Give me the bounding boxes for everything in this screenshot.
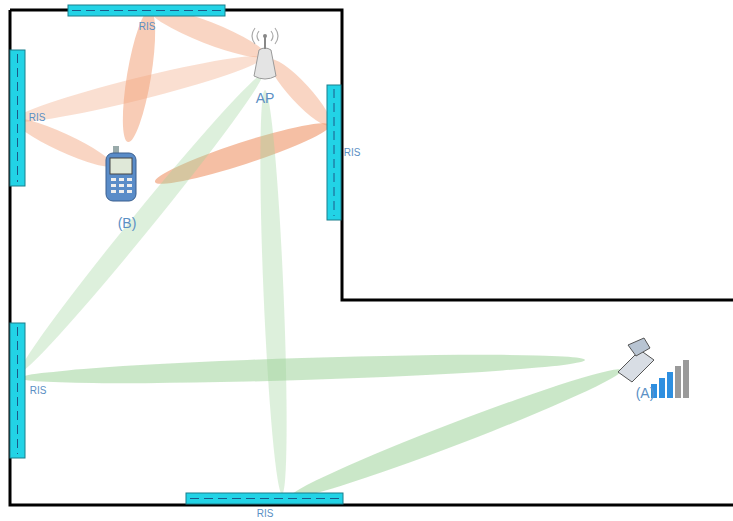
beams <box>10 0 626 507</box>
phone-b-icon <box>106 146 136 201</box>
ris-label: RIS <box>257 509 274 519</box>
access-point-icon <box>252 28 278 79</box>
beam <box>20 349 586 389</box>
beam <box>255 90 292 495</box>
device-label: (B) <box>118 216 137 230</box>
ris-label: RIS <box>139 22 156 32</box>
beam <box>12 69 270 379</box>
ris-label: RIS <box>30 386 47 396</box>
beam <box>116 8 162 144</box>
room-walls <box>10 10 733 505</box>
ris-panels <box>10 5 343 504</box>
ris-dashes <box>18 11 340 499</box>
ris-label: RIS <box>29 113 46 123</box>
device-label: (A) <box>636 386 655 400</box>
device-label: AP <box>256 91 275 105</box>
beam <box>10 112 116 173</box>
ris-label: RIS <box>344 148 361 158</box>
beam <box>286 360 626 508</box>
